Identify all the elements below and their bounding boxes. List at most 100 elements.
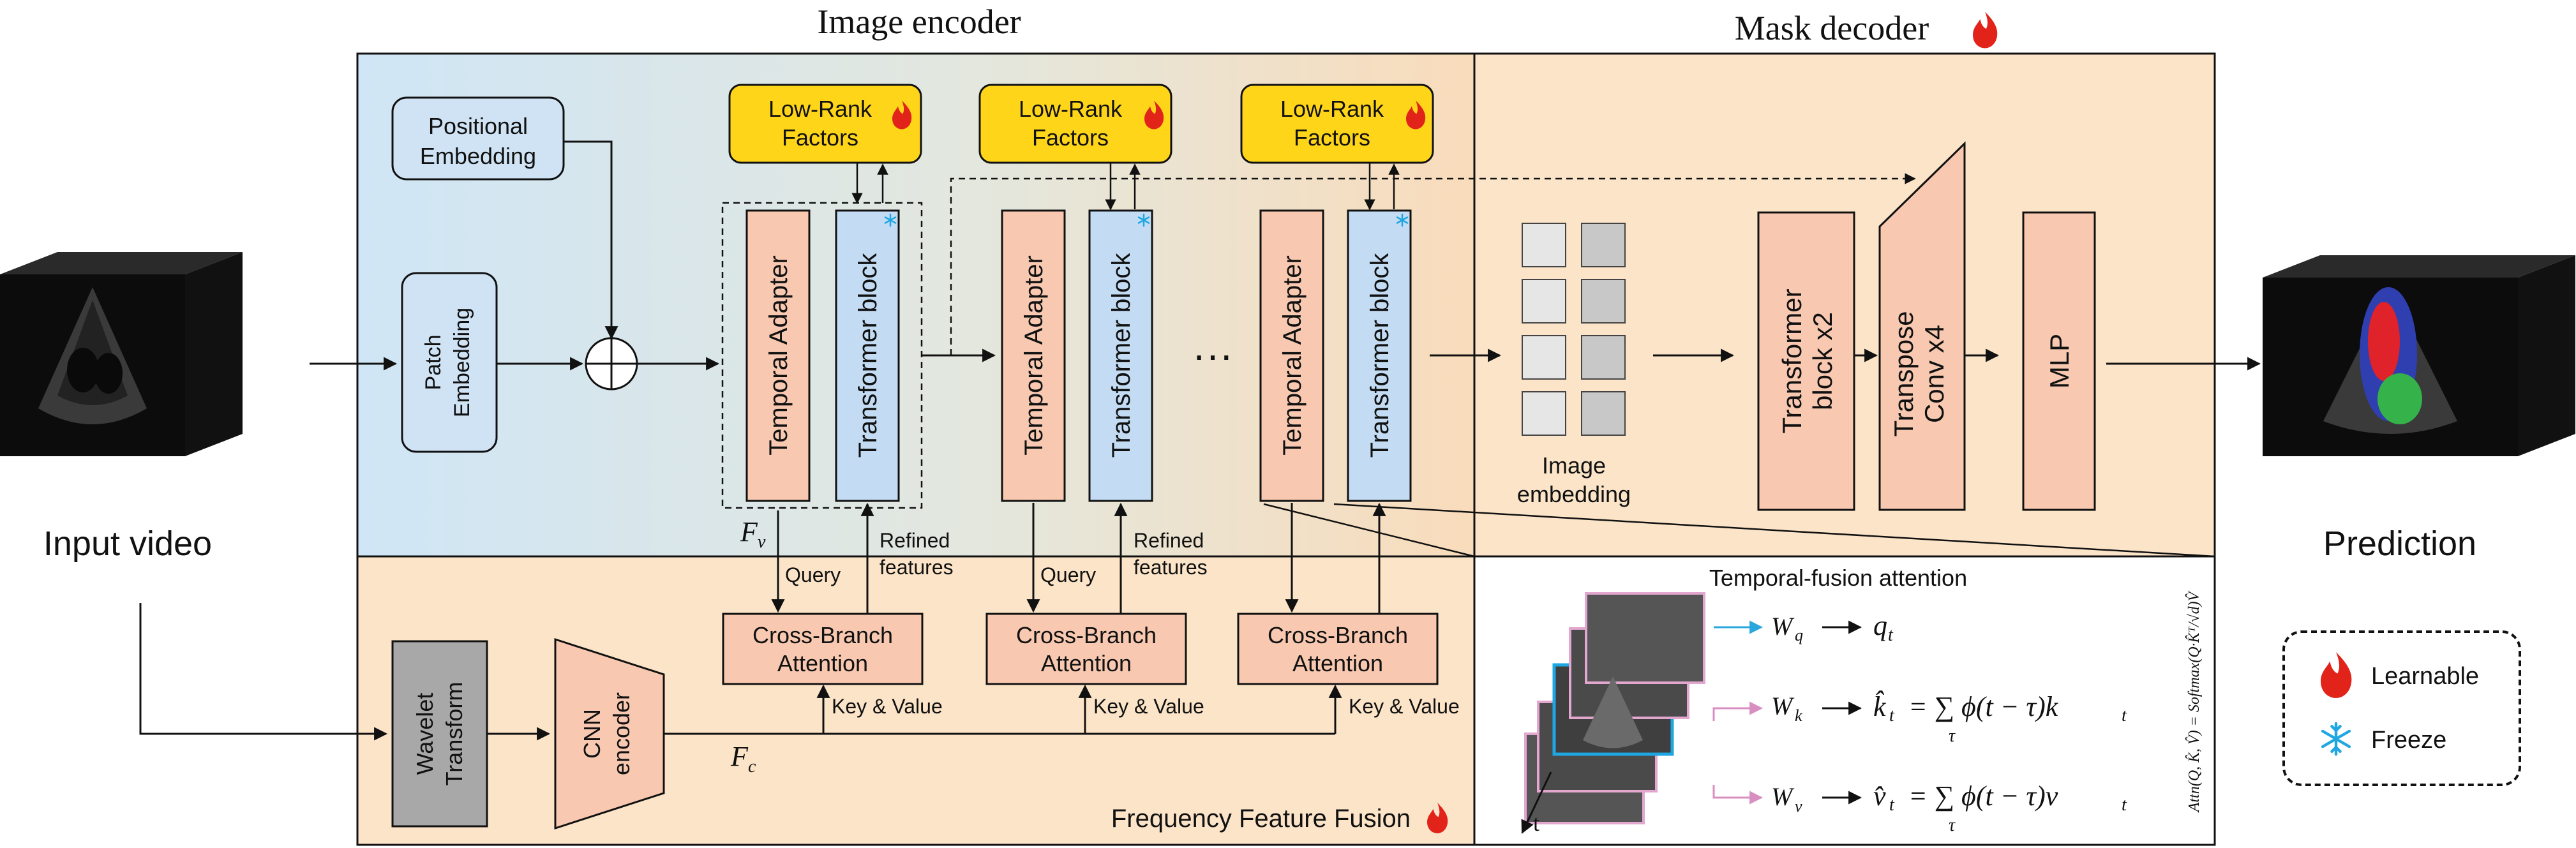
prediction-label: Prediction <box>2323 524 2476 563</box>
image-embedding-label-2: embedding <box>1517 481 1631 507</box>
qt-symbol: q <box>1873 610 1887 641</box>
wk-symbol: W <box>1771 692 1795 720</box>
query-label: Query <box>1040 563 1096 586</box>
key-value-label: Key & Value <box>832 695 943 718</box>
transformer-block-label: Transformer block <box>1366 253 1394 458</box>
mask-decoder-title: Mask decoder <box>1735 9 1929 47</box>
transformer-x2-label: Transformer <box>1777 288 1807 433</box>
refined-label-2: features <box>880 556 954 579</box>
mlp-box <box>2022 211 2096 511</box>
temporal-fusion-title: Temporal-fusion attention <box>1709 565 1967 591</box>
vt-lhs: v̂ <box>1873 780 1886 812</box>
transformer-x2-label-2: block x2 <box>1808 312 1838 410</box>
frequency-fusion-label: Frequency Feature Fusion <box>1111 805 1411 833</box>
positional-embedding-box <box>391 96 565 181</box>
low-rank-label: Low-Rank <box>1280 96 1384 122</box>
mlp-label: MLP <box>2044 334 2074 389</box>
low-rank-label-2: Factors <box>782 124 858 151</box>
cross-branch-label-2: Attention <box>1292 650 1383 676</box>
query-label: Query <box>785 563 841 586</box>
low-rank-label-2: Factors <box>1032 124 1109 151</box>
input-video-label: Input video <box>43 524 212 563</box>
wavelet-label: Wavelet <box>412 693 438 775</box>
prediction-thumbnail <box>2263 255 2575 456</box>
transformer-block-box-2 <box>1088 209 1153 502</box>
fc-symbol: F <box>730 741 749 772</box>
cross-branch-attention-box-1 <box>722 613 924 685</box>
legend-learnable-label: Learnable <box>2371 663 2479 690</box>
transpose-conv-box <box>1878 141 1966 511</box>
cross-branch-label: Cross-Branch <box>1016 622 1157 648</box>
temporal-adapter-label: Temporal Adapter <box>1278 255 1307 456</box>
ellipsis: ··· <box>1192 332 1233 378</box>
cross-branch-attention-box-2 <box>985 613 1187 685</box>
low-rank-label-2: Factors <box>1294 124 1370 151</box>
temporal-adapter-label: Temporal Adapter <box>1020 255 1048 456</box>
low-rank-label: Low-Rank <box>1019 96 1123 122</box>
attention-formula: Attn(Q, K̂, V̂) = Softmax(Q·K̂ᵀ/√d)V̂ <box>2185 590 2203 813</box>
transpose-conv-label: Transpose <box>1889 311 1919 437</box>
temporal-adapter-box-2 <box>1001 209 1066 502</box>
t-axis-label: t <box>1533 810 1539 836</box>
key-value-label: Key & Value <box>1349 695 1460 718</box>
cnn-encoder-box <box>554 637 665 830</box>
temporal-adapter-label: Temporal Adapter <box>765 255 793 456</box>
transformer-block-label: Transformer block <box>1107 253 1135 458</box>
sum-subscript: τ <box>1949 815 1956 835</box>
cross-branch-attention-box-3 <box>1237 613 1439 685</box>
fire-icon <box>1973 11 1998 48</box>
t-subscript: t <box>2122 795 2127 815</box>
transformer-block-x2-box <box>1757 211 1855 511</box>
transformer-block-box-1 <box>835 209 900 502</box>
temporal-adapter-box-3 <box>1259 209 1324 502</box>
cross-branch-label: Cross-Branch <box>753 622 893 648</box>
wv-subscript: v <box>1795 797 1802 815</box>
cnn-label: CNN <box>579 709 605 759</box>
wk-subscript: k <box>1795 706 1802 725</box>
image-encoder-title: Image encoder <box>817 3 1021 41</box>
patch-embedding-label: Patch <box>421 335 446 391</box>
low-rank-factors-box-3 <box>1240 84 1434 164</box>
key-value-label: Key & Value <box>1093 695 1204 718</box>
wv-symbol: W <box>1771 782 1795 811</box>
cross-branch-label-2: Attention <box>777 650 868 676</box>
wavelet-label-2: Transform <box>441 682 467 786</box>
image-embedding-label: Image <box>1542 452 1606 479</box>
kt-rhs: = ∑ ϕ(t − τ)k <box>1908 691 2059 722</box>
refined-label: Refined <box>1134 529 1204 552</box>
t-subscript: t <box>2122 706 2127 725</box>
low-rank-factors-box-1 <box>728 84 922 164</box>
refined-label: Refined <box>880 529 950 552</box>
wq-symbol: W <box>1771 612 1795 641</box>
positional-embedding-label: Positional <box>428 113 528 139</box>
kt-lhs: k̂ <box>1873 690 1887 722</box>
refined-label-2: features <box>1134 556 1208 579</box>
vt-rhs: = ∑ ϕ(t − τ)v <box>1908 780 2058 812</box>
fv-subscript: v <box>758 532 766 552</box>
t-subscript: t <box>1889 706 1895 725</box>
qt-subscript: t <box>1888 625 1894 645</box>
fv-symbol: F <box>740 516 758 547</box>
wavelet-transform-box <box>391 640 488 828</box>
temporal-adapter-box-1 <box>745 209 811 502</box>
cnn-label-2: encoder <box>608 692 634 775</box>
low-rank-label: Low-Rank <box>768 96 872 122</box>
positional-embedding-label-2: Embedding <box>420 143 536 169</box>
wq-subscript: q <box>1795 626 1803 644</box>
t-subscript: t <box>1889 795 1895 815</box>
cross-branch-label: Cross-Branch <box>1268 622 1408 648</box>
sum-subscript: τ <box>1949 726 1956 746</box>
frame-stack <box>1524 592 1705 824</box>
patch-embedding-box <box>401 272 498 453</box>
image-embedding-grid <box>1522 223 1626 436</box>
input-video-thumbnail <box>0 252 243 456</box>
transformer-block-label: Transformer block <box>854 253 882 458</box>
cross-branch-label-2: Attention <box>1041 650 1132 676</box>
transpose-conv-label-2: Conv x4 <box>1919 325 1949 423</box>
transformer-block-box-3 <box>1347 209 1412 502</box>
circle-plus-icon <box>585 337 638 391</box>
fc-subscript: c <box>748 757 756 777</box>
patch-embedding-label-2: Embedding <box>450 308 474 417</box>
legend-freeze-label: Freeze <box>2371 727 2446 754</box>
